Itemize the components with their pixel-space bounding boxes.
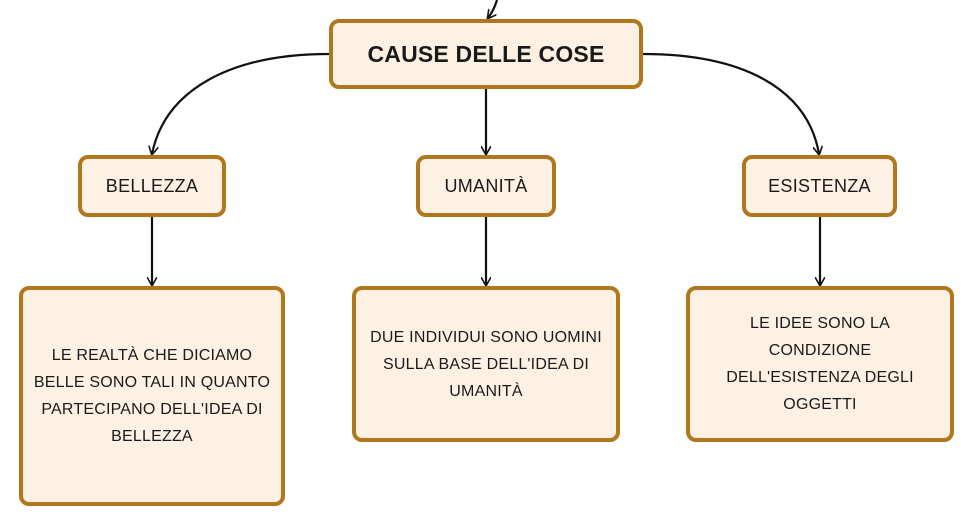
connector-root-bellezza [152, 52, 330, 154]
leaf-node-bellezza[interactable]: LE REALTÀ CHE DICIAMO BELLE SONO TALI IN… [19, 286, 285, 506]
root-node-label: CAUSE DELLE COSE [367, 40, 605, 67]
branch-node-umanita[interactable]: UMANITÀ [416, 155, 556, 217]
leaf-node-umanita[interactable]: DUE INDIVIDUI SONO UOMINI SULLA BASE DEL… [352, 286, 620, 442]
root-node[interactable]: CAUSE DELLE COSE [329, 19, 643, 89]
branch-node-label: BELLEZZA [105, 175, 199, 196]
connector-root-esistenza [642, 52, 819, 154]
branch-node-label: ESISTENZA [768, 175, 871, 196]
leaf-node-text: LE REALTÀ CHE DICIAMO BELLE SONO TALI IN… [33, 347, 271, 445]
leaf-node-esistenza[interactable]: LE IDEE SONO LA CONDIZIONE DELL'ESISTENZ… [686, 286, 954, 442]
leaf-node-text: DUE INDIVIDUI SONO UOMINI SULLA BASE DEL… [370, 328, 602, 400]
branch-node-label: UMANITÀ [444, 175, 528, 196]
branch-node-bellezza[interactable]: BELLEZZA [78, 155, 226, 217]
branch-node-esistenza[interactable]: ESISTENZA [742, 155, 897, 217]
incoming-connector [488, 0, 499, 18]
leaf-node-text: LE IDEE SONO LA CONDIZIONE DELL'ESISTENZ… [726, 315, 914, 413]
